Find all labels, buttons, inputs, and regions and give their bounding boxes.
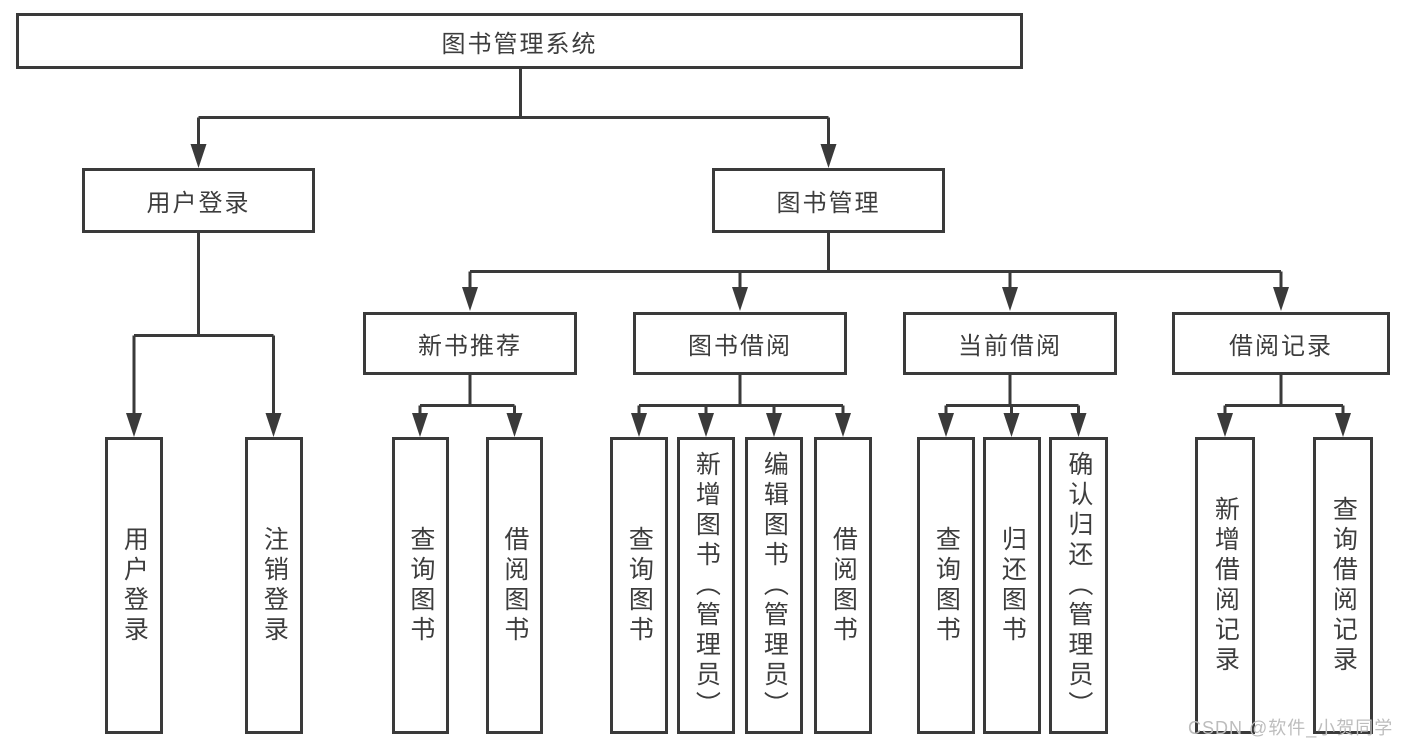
- node-user-login: 用户登录: [82, 168, 315, 233]
- node-label: 图书管理系统: [441, 30, 598, 58]
- leaf-user-login: 用户登录: [105, 437, 163, 734]
- leaf-label: 新增图书（管理员）: [692, 450, 721, 721]
- leaf-label: 编辑图书（管理员）: [760, 450, 789, 721]
- leaf-edit-book-admin: 编辑图书（管理员）: [745, 437, 803, 734]
- leaf-label: 注销登录: [260, 525, 289, 646]
- leaf-query-books-recommend: 查询图书: [392, 437, 449, 734]
- leaf-add-book-admin: 新增图书（管理员）: [677, 437, 735, 734]
- leaf-label: 查询图书: [406, 525, 435, 646]
- node-label: 新书推荐: [418, 333, 522, 360]
- node-book-management: 图书管理: [712, 168, 945, 233]
- node-borrowing-records: 借阅记录: [1172, 312, 1390, 375]
- node-label: 图书管理: [776, 190, 881, 217]
- node-book-borrowing: 图书借阅: [633, 312, 847, 375]
- leaf-borrow-book-recommend: 借阅图书: [486, 437, 543, 734]
- leaf-label: 新增借阅记录: [1211, 495, 1240, 676]
- leaf-logout: 注销登录: [245, 437, 303, 734]
- leaf-label: 查询图书: [932, 525, 961, 646]
- node-label: 用户登录: [146, 190, 251, 217]
- leaf-label: 借阅图书: [500, 525, 529, 646]
- leaf-return-book: 归还图书: [983, 437, 1041, 734]
- leaf-add-borrow-record: 新增借阅记录: [1195, 437, 1255, 734]
- node-label: 图书借阅: [688, 333, 792, 360]
- leaf-label: 归还图书: [998, 525, 1027, 646]
- leaf-query-books-borrow: 查询图书: [610, 437, 668, 734]
- leaf-query-books-current: 查询图书: [917, 437, 975, 734]
- leaf-confirm-return-admin: 确认归还（管理员）: [1049, 437, 1108, 734]
- leaf-query-borrow-record: 查询借阅记录: [1313, 437, 1373, 734]
- node-label: 当前借阅: [958, 333, 1062, 360]
- leaf-label: 确认归还（管理员）: [1064, 450, 1093, 721]
- node-current-borrowing: 当前借阅: [903, 312, 1117, 375]
- leaf-label: 借阅图书: [829, 525, 858, 646]
- arrowheads: [126, 144, 1351, 437]
- leaf-label: 查询借阅记录: [1329, 495, 1358, 676]
- leaf-borrow-book: 借阅图书: [814, 437, 872, 734]
- node-library-management-system: 图书管理系统: [16, 13, 1023, 69]
- node-new-book-recommendation: 新书推荐: [363, 312, 577, 375]
- csdn-watermark: CSDN @软件_小贺同学: [1188, 718, 1394, 738]
- leaf-label: 查询图书: [625, 525, 654, 646]
- leaf-label: 用户登录: [120, 525, 149, 646]
- node-label: 借阅记录: [1229, 333, 1333, 360]
